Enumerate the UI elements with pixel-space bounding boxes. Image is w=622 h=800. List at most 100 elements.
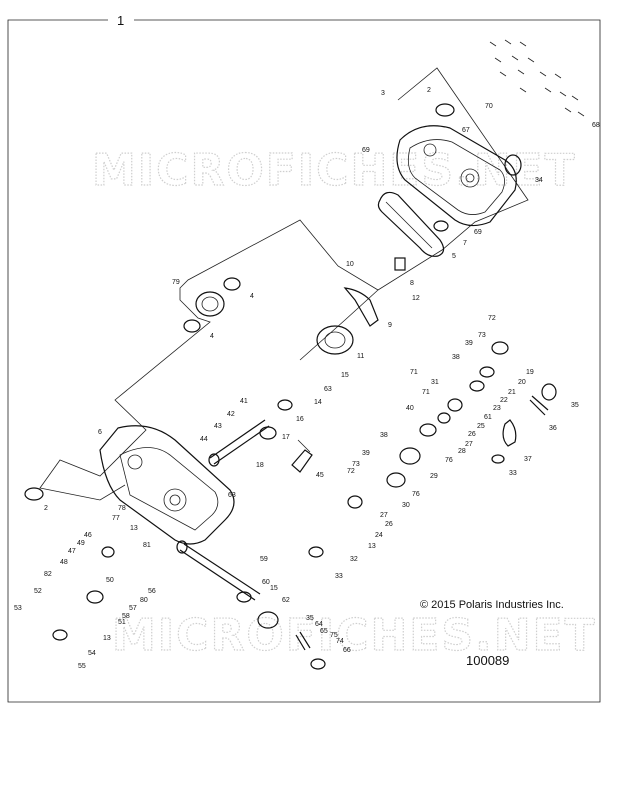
callout-4b: 4	[210, 333, 214, 340]
callout-18: 18	[256, 462, 264, 469]
callout-3: 3	[381, 90, 385, 97]
callout-23: 23	[493, 405, 501, 412]
callout-38b: 38	[452, 354, 460, 361]
sprocket-79	[183, 277, 241, 333]
callout-38a: 38	[380, 432, 388, 439]
callout-40: 40	[406, 405, 414, 412]
callout-39a: 39	[465, 340, 473, 347]
callout-26a: 26	[468, 431, 476, 438]
callout-65: 65	[320, 628, 328, 635]
callout-17: 17	[282, 434, 290, 441]
callout-15a: 15	[341, 372, 349, 379]
callout-35a: 35	[571, 402, 579, 409]
callout-26b: 26	[385, 521, 393, 528]
callout-62: 62	[282, 597, 290, 604]
callout-77: 77	[112, 515, 120, 522]
callout-21: 21	[508, 389, 516, 396]
callout-12: 12	[412, 295, 420, 302]
callout-60: 60	[262, 579, 270, 586]
callout-14: 14	[314, 399, 322, 406]
callout-67: 67	[462, 127, 470, 134]
callout-33b: 33	[509, 470, 517, 477]
callout-29: 29	[430, 473, 438, 480]
callout-71b: 71	[422, 389, 430, 396]
callout-57: 57	[129, 605, 137, 612]
callout-76a: 76	[412, 491, 420, 498]
callout-49: 49	[77, 540, 85, 547]
left-lower-group	[52, 495, 363, 641]
callout-44: 44	[200, 436, 208, 443]
callout-72b: 72	[347, 468, 355, 475]
callout-20: 20	[518, 379, 526, 386]
callout-11: 11	[357, 353, 364, 360]
callout-35b: 35	[306, 615, 314, 622]
callout-34: 34	[535, 177, 543, 184]
callout-50: 50	[106, 577, 114, 584]
gear-11	[316, 257, 406, 355]
callout-13b: 13	[368, 543, 376, 550]
callout-71a: 71	[410, 369, 418, 376]
callout-63a: 63	[324, 386, 332, 393]
callout-80: 80	[140, 597, 148, 604]
callout-31: 31	[431, 379, 439, 386]
callout-48: 48	[60, 559, 68, 566]
callout-69a: 69	[362, 147, 370, 154]
callout-25: 25	[477, 423, 485, 430]
callout-55: 55	[78, 663, 86, 670]
callout-6: 6	[98, 429, 102, 436]
callout-13a: 13	[130, 525, 138, 532]
assembly-outline	[39, 67, 529, 501]
callout-33a: 33	[335, 573, 343, 580]
callout-76b: 76	[445, 457, 453, 464]
callout-58: 58	[122, 613, 130, 620]
cover-group	[396, 103, 522, 227]
document-number: 100089	[466, 653, 509, 668]
callout-9: 9	[388, 322, 392, 329]
callout-19: 19	[526, 369, 534, 376]
callout-10: 10	[346, 261, 354, 268]
callout-27b: 27	[380, 512, 388, 519]
diagram-frame	[7, 19, 601, 703]
callout-30: 30	[402, 502, 410, 509]
callout-5: 5	[452, 253, 456, 260]
main-housing	[24, 425, 235, 545]
callout-54: 54	[88, 650, 96, 657]
callout-63b: 63	[228, 492, 236, 499]
callout-52: 52	[34, 588, 42, 595]
shaft-18	[208, 399, 293, 467]
callout-81: 81	[143, 542, 151, 549]
callout-8: 8	[410, 280, 414, 287]
callout-2: 2	[44, 505, 48, 512]
callout-66: 66	[343, 647, 351, 654]
callout-24: 24	[375, 532, 383, 539]
callout-64: 64	[315, 621, 323, 628]
callout-78: 78	[118, 505, 126, 512]
callout-37: 37	[524, 456, 532, 463]
callout-36: 36	[549, 425, 557, 432]
callout-16: 16	[296, 416, 304, 423]
callout-28: 28	[458, 448, 466, 455]
callout-51: 51	[118, 619, 126, 626]
callout-70: 70	[485, 103, 493, 110]
callout-13c: 13	[103, 635, 111, 642]
callout-labels: 2 2 3 4 4 5 6 7 8 9 10 11 12 13 13 13 14…	[14, 87, 600, 670]
right-shaft-stack	[386, 341, 557, 488]
callout-15b: 15	[270, 585, 278, 592]
callout-73a: 73	[478, 332, 486, 339]
callout-39b: 39	[362, 450, 370, 457]
copyright-notice: © 2015 Polaris Industries Inc.	[420, 599, 564, 611]
callout-2b: 2	[427, 87, 431, 94]
shift-fork-45	[291, 439, 313, 473]
callout-82: 82	[44, 571, 52, 578]
bolt-array	[489, 39, 585, 117]
figure-number: 1	[117, 13, 124, 28]
callout-41: 41	[240, 398, 248, 405]
callout-69b: 69	[474, 229, 482, 236]
callout-61: 61	[484, 414, 492, 421]
callout-43: 43	[214, 423, 222, 430]
watermark-bottom: MICROFICHES.NET	[112, 610, 597, 661]
callout-73b: 73	[352, 461, 360, 468]
callout-56: 56	[148, 588, 156, 595]
callout-47: 47	[68, 548, 76, 555]
